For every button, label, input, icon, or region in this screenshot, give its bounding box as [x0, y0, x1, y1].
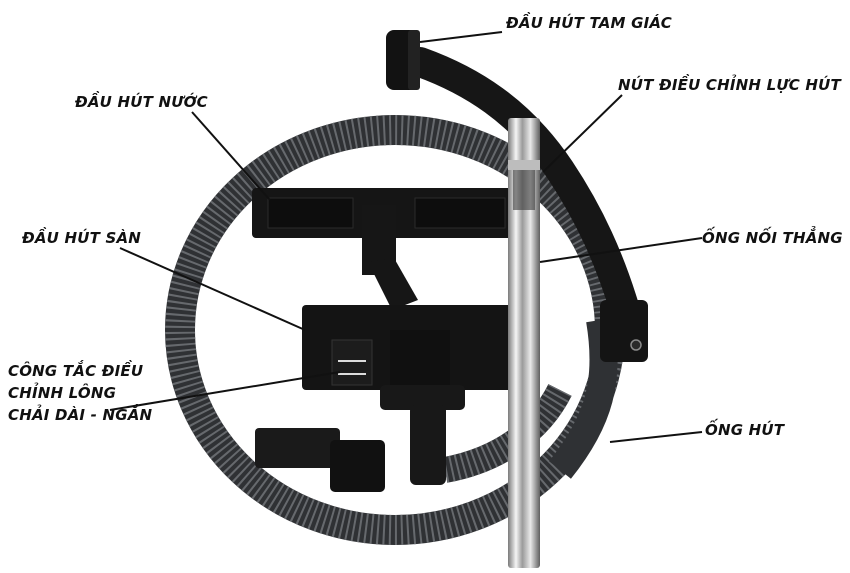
leader-brush-switch [109, 371, 341, 411]
floor-nozzle [302, 305, 520, 485]
water-nozzle [252, 188, 522, 310]
curved-handle [405, 47, 648, 362]
label-triangle-nozzle: ĐẦU HÚT TAM GIÁC [506, 14, 672, 32]
leader-water-nozzle [191, 111, 271, 201]
label-straight-tube: ỐNG NỐI THẲNG [702, 229, 843, 247]
label-water-nozzle: ĐẦU HÚT NƯỚC [75, 93, 208, 111]
leader-hose [609, 431, 703, 443]
label-brush-switch-line2: CHỈNH LÔNG [8, 384, 117, 402]
hose-cuff [255, 428, 385, 492]
label-brush-switch: CÔNG TẮC ĐIỀU CHỈNH LÔNG CHẢI DÀI - NGẮN [8, 360, 178, 426]
triangle-nozzle [386, 30, 420, 90]
label-suction-control: NÚT ĐIỀU CHỈNH LỰC HÚT [618, 76, 841, 94]
leader-triangle-nozzle [419, 31, 503, 43]
leader-lines [109, 31, 703, 443]
label-hose: ỐNG HÚT [705, 421, 785, 439]
leader-floor-nozzle [119, 247, 306, 331]
leader-straight-tube [539, 237, 703, 263]
label-brush-switch-line1: CÔNG TẮC ĐIỀU [8, 362, 144, 380]
label-floor-nozzle: ĐẦU HÚT SÀN [22, 229, 142, 247]
label-brush-switch-line3: CHẢI DÀI - NGẮN [8, 406, 153, 424]
straight-chrome-tube [508, 118, 540, 568]
leader-suction-control [542, 94, 623, 173]
